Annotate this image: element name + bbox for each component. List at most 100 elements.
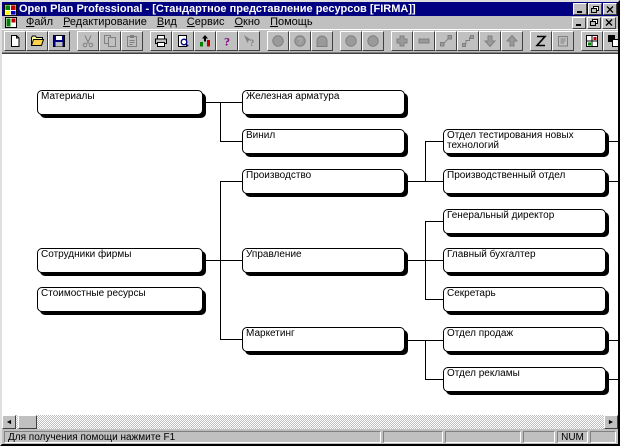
connector-line	[405, 340, 425, 341]
zoom-z-button[interactable]	[530, 31, 552, 51]
tree-node-label: Отдел продаж	[447, 328, 514, 339]
menu-tools[interactable]: Сервис	[186, 16, 225, 28]
shape-circle-2-button: ?	[289, 31, 311, 51]
steps-button	[457, 31, 479, 51]
tree-node-materialy[interactable]: Материалы	[37, 90, 203, 115]
tree-node-glavbuh[interactable]: Главный бухгалтер	[443, 248, 606, 273]
child-restore-button[interactable]	[587, 16, 601, 29]
tree-node-label: Главный бухгалтер	[447, 249, 536, 260]
cut-button	[77, 31, 99, 51]
svg-text:?: ?	[298, 37, 303, 46]
connector-line	[405, 260, 425, 261]
print-button[interactable]	[150, 31, 172, 51]
tree-node-label: Производственный отдел	[447, 170, 566, 181]
status-panel	[523, 431, 555, 443]
scrollbar-thumb[interactable]	[18, 415, 37, 429]
document-icon	[5, 17, 17, 28]
connector-line	[425, 141, 443, 142]
tree-node-label: Производство	[246, 170, 312, 181]
horizontal-scrollbar[interactable]: ◄ ►	[2, 415, 618, 429]
tree-node-label: Маркетинг	[246, 328, 295, 339]
title-bar: Open Plan Professional - [Стандартное пр…	[2, 2, 618, 16]
shape-circle-4-button	[362, 31, 384, 51]
connector-line	[203, 102, 242, 103]
menu-window[interactable]: Окно	[234, 16, 261, 28]
menu-help[interactable]: Помощь	[270, 16, 313, 28]
status-panel	[383, 431, 443, 443]
num-lock-indicator: NUM	[557, 431, 588, 443]
tree-node-gendirektor[interactable]: Генеральный директор	[443, 209, 606, 234]
tree-node-sekretar[interactable]: Секретарь	[443, 287, 606, 312]
tree-node-label: Секретарь	[447, 288, 496, 299]
connector-line	[606, 379, 618, 380]
tree-node-label: Отдел тестирования новых технологий	[447, 130, 574, 151]
tree-node-label: Управление	[246, 249, 302, 260]
tree-node-otdel-prodazh[interactable]: Отдел продаж	[443, 327, 606, 352]
status-bar: Для получения помощи нажмите F1 NUM	[2, 429, 618, 444]
tree-node-vinil[interactable]: Винил	[242, 129, 405, 154]
connector-line	[425, 340, 443, 341]
context-help-button: ?	[238, 31, 260, 51]
restore-button[interactable]	[588, 3, 602, 15]
tree-node-proizvodstvo[interactable]: Производство	[242, 169, 405, 194]
connector-line	[606, 141, 618, 142]
connector-line	[425, 181, 443, 182]
tree-node-proizv-otdel[interactable]: Производственный отдел	[443, 169, 606, 194]
connector-line	[220, 181, 242, 182]
tree-node-armatura[interactable]: Железная арматура	[242, 90, 405, 115]
toolbar: ? ? ?	[2, 29, 618, 53]
copy-button	[99, 31, 121, 51]
tree-node-label: Винил	[246, 130, 276, 141]
tree-node-label: Сотрудники фирмы	[41, 249, 132, 260]
update-button[interactable]	[194, 31, 216, 51]
new-button[interactable]	[4, 31, 26, 51]
menu-file[interactable]: Файл	[26, 16, 54, 28]
tree-node-marketing[interactable]: Маркетинг	[242, 327, 405, 352]
shape-circle-button	[267, 31, 289, 51]
remove-button	[413, 31, 435, 51]
connector-line	[425, 299, 443, 300]
connector-line	[220, 141, 242, 142]
move-down-button	[479, 31, 501, 51]
connector-line	[425, 141, 426, 181]
svg-text:?: ?	[250, 38, 255, 48]
tree-node-upravlenie[interactable]: Управление	[242, 248, 405, 273]
help-button[interactable]: ?	[216, 31, 238, 51]
connector-line	[606, 181, 618, 182]
child-minimize-button[interactable]	[572, 16, 586, 29]
minimize-button[interactable]	[573, 3, 587, 15]
tree-node-label: Материалы	[41, 91, 95, 102]
scroll-left-icon[interactable]: ◄	[2, 415, 16, 429]
close-button[interactable]	[603, 3, 617, 15]
connector-line	[405, 181, 425, 182]
connector-line	[606, 340, 618, 341]
save-button[interactable]	[48, 31, 70, 51]
move-up-button	[501, 31, 523, 51]
shape-dome-button	[311, 31, 333, 51]
tree-node-label: Генеральный директор	[447, 210, 555, 221]
menu-bar: Файл Редактирование Вид Сервис Окно Помо…	[2, 16, 618, 29]
connector-line	[425, 340, 426, 379]
print-preview-button[interactable]	[172, 31, 194, 51]
scroll-right-icon[interactable]: ►	[604, 415, 618, 429]
tree-node-stoimostnye[interactable]: Стоимостные ресурсы	[37, 287, 203, 312]
paste-button	[121, 31, 143, 51]
menu-view[interactable]: Вид	[156, 16, 177, 28]
notes-button	[552, 31, 574, 51]
svg-text:?: ?	[224, 35, 230, 49]
tree-node-label: Стоимостные ресурсы	[41, 288, 146, 299]
tree-node-otdel-testirovaniya[interactable]: Отдел тестирования новых технологий	[443, 129, 606, 154]
window-arrange-button[interactable]	[603, 31, 618, 51]
connector-line	[425, 379, 443, 380]
tree-node-otdel-reklamy[interactable]: Отдел рекламы	[443, 367, 606, 392]
tree-node-sotrudniki[interactable]: Сотрудники фирмы	[37, 248, 203, 273]
connector-line	[203, 260, 220, 261]
menu-edit[interactable]: Редактирование	[63, 16, 147, 28]
scrollbar-track[interactable]	[37, 415, 604, 429]
status-panel	[590, 431, 616, 443]
tree-node-label: Железная арматура	[246, 91, 340, 102]
child-close-button[interactable]	[602, 16, 616, 29]
window-view-button[interactable]	[581, 31, 603, 51]
open-button[interactable]	[26, 31, 48, 51]
